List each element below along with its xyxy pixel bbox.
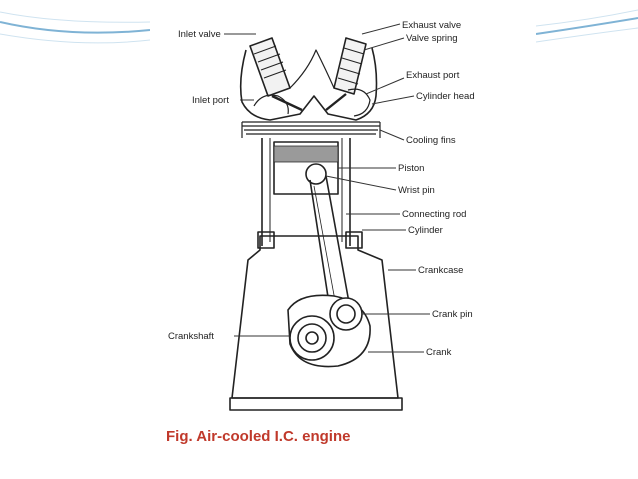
wrist-pin <box>305 163 327 185</box>
cylinder <box>261 138 351 246</box>
engine-diagram: Inlet valve Exhaust valve Valve spring E… <box>168 20 475 411</box>
engine-diagram-panel: Inlet valve Exhaust valve Valve spring E… <box>150 10 536 450</box>
label-valve-spring: Valve spring <box>406 33 458 44</box>
diagram-labels: Inlet valve Exhaust valve Valve spring E… <box>168 20 475 358</box>
inlet-valve-spring <box>249 37 303 112</box>
leader-cooling-fins <box>379 129 405 141</box>
crankcase <box>229 231 403 411</box>
decorative-swoosh-right <box>535 9 638 43</box>
label-cylinder: Cylinder <box>408 225 443 236</box>
label-connecting-rod: Connecting rod <box>402 209 466 220</box>
exhaust-port <box>347 88 371 117</box>
label-inlet-port: Inlet port <box>192 95 229 106</box>
crankshaft <box>289 315 335 361</box>
figure-caption: Fig. Air-cooled I.C. engine <box>166 428 351 445</box>
connecting-rod <box>309 175 351 311</box>
label-crankcase: Crankcase <box>418 265 463 276</box>
piston <box>273 141 339 195</box>
label-cylinder-head: Cylinder head <box>416 91 475 102</box>
inlet-port <box>253 94 289 115</box>
decorative-swoosh-left <box>0 11 151 44</box>
label-wrist-pin: Wrist pin <box>398 185 435 196</box>
leader-exhaust-port <box>365 77 405 95</box>
label-inlet-valve: Inlet valve <box>178 29 221 40</box>
leader-wrist-pin <box>325 175 397 191</box>
leader-valve-spring <box>363 37 405 51</box>
label-exhaust-port: Exhaust port <box>406 70 460 81</box>
label-exhaust-valve: Exhaust valve <box>402 20 461 31</box>
label-crank: Crank <box>426 347 452 358</box>
leader-cylinder-head <box>371 95 415 105</box>
leader-exhaust-valve <box>361 23 401 35</box>
leader-lines <box>224 23 430 353</box>
cylinder-head <box>239 47 378 121</box>
label-crankshaft: Crankshaft <box>168 331 214 342</box>
exhaust-valve-spring <box>325 37 367 111</box>
label-cooling-fins: Cooling fins <box>406 135 456 146</box>
crank-pin <box>329 297 363 331</box>
label-piston: Piston <box>398 163 424 174</box>
label-crank-pin: Crank pin <box>432 309 473 320</box>
cooling-fins <box>241 121 381 138</box>
